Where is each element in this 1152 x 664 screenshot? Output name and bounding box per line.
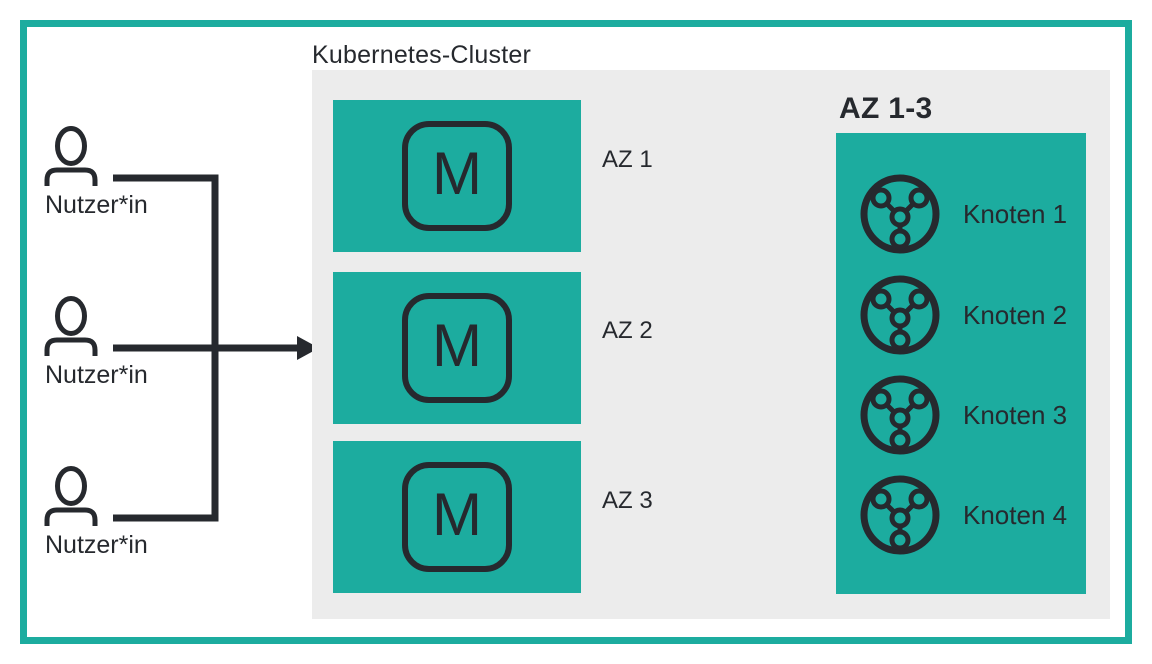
node-row: Knoten 1 <box>860 174 1067 254</box>
node-row: Knoten 3 <box>860 375 1067 455</box>
az-panel-title: AZ 1-3 <box>839 92 933 125</box>
master-box-1: M <box>333 100 581 252</box>
outer-border <box>20 20 1132 644</box>
node-icon <box>860 174 940 254</box>
user-label: Nutzer*in <box>45 531 148 559</box>
master-icon: M <box>402 293 512 403</box>
node-row: Knoten 2 <box>860 275 1067 355</box>
node-label: Knoten 3 <box>963 399 1068 430</box>
az-panel: Knoten 1 Knoten 2 <box>836 133 1086 594</box>
master-letter: M <box>432 481 482 548</box>
user-label: Nutzer*in <box>45 361 148 389</box>
master-box-3: M <box>333 441 581 593</box>
master-icon: M <box>402 121 512 231</box>
az-line-label-3: AZ 3 <box>602 487 653 514</box>
node-row: Knoten 4 <box>860 475 1067 555</box>
node-label: Knoten 2 <box>963 299 1068 330</box>
master-box-2: M <box>333 272 581 424</box>
master-letter: M <box>432 312 482 379</box>
node-icon <box>860 475 940 555</box>
cluster-title: Kubernetes-Cluster <box>312 41 531 69</box>
user-label: Nutzer*in <box>45 191 148 219</box>
az-line-label-2: AZ 2 <box>602 317 653 344</box>
node-icon <box>860 375 940 455</box>
master-icon: M <box>402 462 512 572</box>
node-icon <box>860 275 940 355</box>
node-label: Knoten 4 <box>963 499 1068 530</box>
master-letter: M <box>432 140 482 207</box>
node-label: Knoten 1 <box>963 198 1068 229</box>
az-line-label-1: AZ 1 <box>602 146 653 173</box>
